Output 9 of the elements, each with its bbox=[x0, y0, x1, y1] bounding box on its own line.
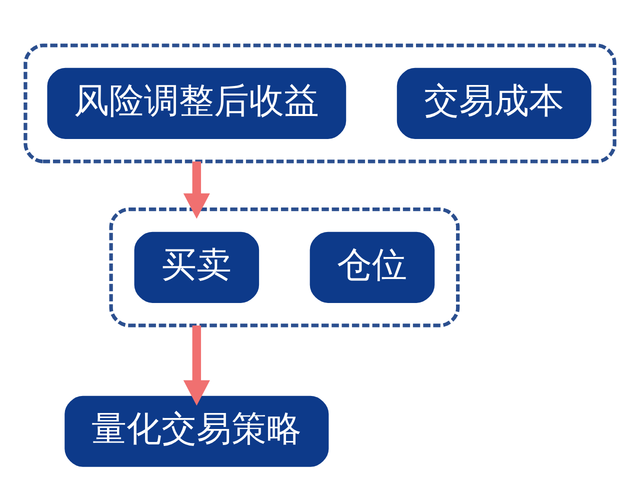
node-box: 量化交易策略 bbox=[64, 396, 329, 467]
cluster bbox=[109, 208, 460, 328]
arrow bbox=[183, 325, 210, 406]
node-box: 仓位 bbox=[310, 232, 435, 303]
node-box: 买卖 bbox=[134, 232, 260, 303]
node-box: 交易成本 bbox=[396, 68, 592, 139]
arrow bbox=[183, 162, 210, 219]
node-box: 风险调整后收益 bbox=[47, 68, 346, 139]
cluster bbox=[24, 44, 616, 164]
